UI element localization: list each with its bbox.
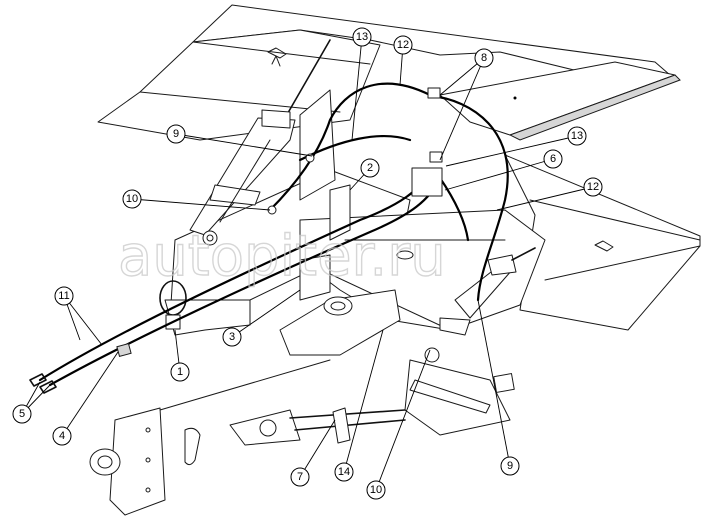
callout-label: 14 — [338, 466, 350, 478]
right-cylinder — [404, 247, 536, 436]
callout-circle — [334, 462, 354, 482]
leader-line-7 — [299, 419, 336, 478]
callout-circle — [352, 27, 372, 47]
callout-circle — [170, 362, 190, 382]
leader-line-9 — [477, 299, 511, 467]
callout-9: 9 — [500, 456, 520, 476]
callout-10: 10 — [122, 189, 142, 209]
watermark-text: autopiter.ru — [118, 224, 446, 289]
right-plate-upper — [439, 61, 681, 141]
callout-circle — [583, 177, 603, 197]
callout-circle — [12, 404, 32, 424]
callout-circle — [393, 35, 413, 55]
callout-label: 12 — [397, 39, 409, 51]
leader-line-3 — [231, 289, 301, 338]
callout-6: 6 — [543, 149, 563, 169]
leader-line-4 — [61, 351, 119, 437]
callout-circle — [166, 124, 186, 144]
callout-7: 7 — [290, 467, 310, 487]
callout-label: 8 — [481, 52, 487, 64]
callout-circle — [54, 286, 74, 306]
callout-label: 10 — [370, 484, 382, 496]
callout-label: 10 — [126, 193, 138, 205]
callout-13: 13 — [567, 126, 587, 146]
leader-line-12 — [496, 186, 594, 211]
leader-line-9 — [175, 133, 313, 157]
leader-line-10 — [131, 198, 271, 211]
callout-circle — [360, 158, 380, 178]
leader-line-14 — [343, 329, 384, 473]
callout-circle — [543, 149, 563, 169]
tow-hitch — [89, 359, 406, 516]
callout-label: 6 — [550, 153, 556, 165]
callout-layer: 13 12 8 9 13 2 6 12 10 11 3 1 5 4 7 14 10 9 — [12, 27, 603, 500]
callout-13: 13 — [352, 27, 372, 47]
callout-circle — [500, 456, 520, 476]
callout-label: 7 — [297, 471, 303, 483]
callout-circle — [474, 48, 494, 68]
callout-12: 12 — [393, 35, 413, 55]
callout-circle — [366, 480, 386, 500]
callout-1: 1 — [170, 362, 190, 382]
callout-11: 11 — [54, 286, 74, 306]
hoses — [29, 82, 509, 394]
right-plate-lower — [504, 154, 701, 331]
callout-2: 2 — [360, 158, 380, 178]
callout-8: 8 — [474, 48, 494, 68]
leader-line-11 — [63, 295, 103, 346]
callout-label: 11 — [58, 290, 69, 302]
callout-5: 5 — [12, 404, 32, 424]
callout-4: 4 — [52, 426, 72, 446]
callout-10: 10 — [366, 480, 386, 500]
callout-circle — [52, 426, 72, 446]
callout-circle — [122, 189, 142, 209]
leader-line-6 — [444, 158, 554, 191]
leader-line-13 — [445, 135, 578, 167]
callout-label: 13 — [356, 31, 368, 43]
callout-label: 13 — [571, 130, 583, 142]
leader-line-8 — [439, 57, 485, 96]
leader-line-10 — [375, 349, 431, 491]
callout-label: 4 — [59, 430, 65, 442]
callout-14: 14 — [334, 462, 354, 482]
callout-circle — [222, 327, 242, 347]
callout-label: 2 — [367, 162, 373, 174]
callout-label: 1 — [177, 366, 183, 378]
callout-label: 9 — [507, 460, 513, 472]
callout-12: 12 — [583, 177, 603, 197]
leader-line-8 — [439, 57, 485, 161]
callout-9: 9 — [166, 124, 186, 144]
callout-label: 3 — [229, 331, 235, 343]
callout-label: 12 — [587, 181, 599, 193]
callout-label: 5 — [19, 408, 25, 420]
callout-label: 9 — [173, 128, 179, 140]
leader-line-13 — [351, 36, 363, 141]
callout-3: 3 — [222, 327, 242, 347]
callout-circle — [290, 467, 310, 487]
callout-circle — [567, 126, 587, 146]
